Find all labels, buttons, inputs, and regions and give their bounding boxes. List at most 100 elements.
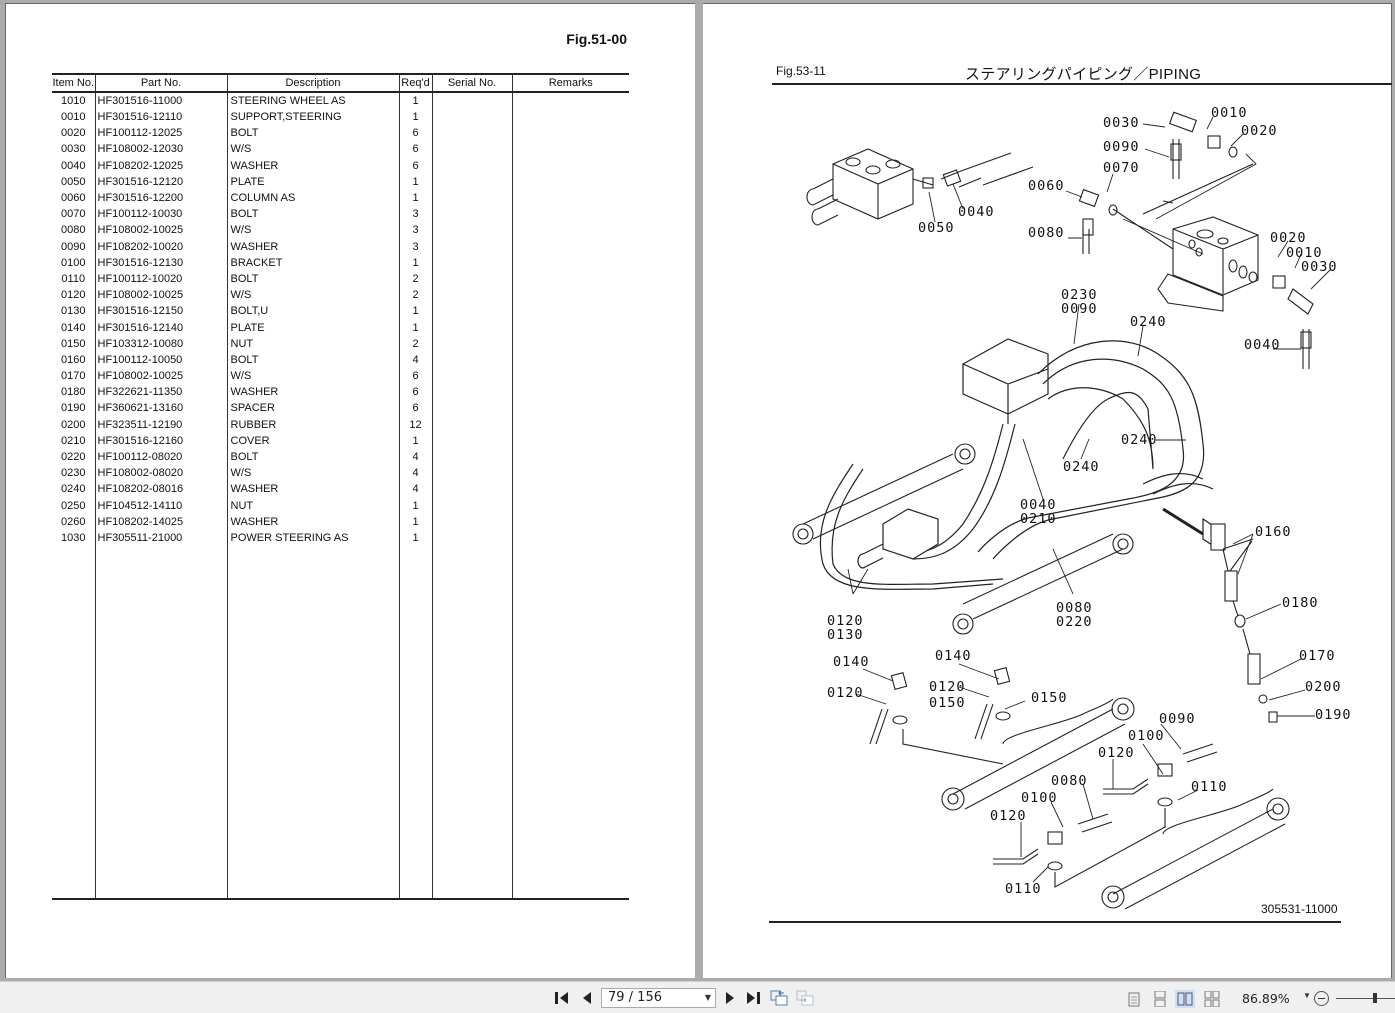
reqd-cell: 1 [398, 432, 432, 449]
item-no-cell: 0070 [61, 208, 86, 221]
next-page-button[interactable] [721, 990, 739, 1006]
callout-label: 0120 0130 [827, 613, 864, 643]
part-no-cell: HF100112-10030 [94, 206, 227, 223]
remarks-cell [511, 319, 629, 336]
table-header-row: Item No. Part No. Description Req'd Seri… [52, 73, 629, 93]
description-cell: PLATE [226, 319, 399, 336]
description-cell: RUBBER [226, 416, 399, 433]
callout-label: 0100 [1021, 790, 1058, 806]
serial-no-cell [431, 238, 512, 255]
document-viewport[interactable]: Fig.51-00 Item No. Part No. Description … [0, 0, 1395, 981]
zoom-slider[interactable] [1336, 998, 1395, 999]
previous-view-button[interactable] [770, 990, 788, 1006]
remarks-cell [511, 287, 629, 304]
serial-no-cell [431, 481, 512, 498]
callout-label: 0090 [1103, 139, 1140, 155]
reqd-cell: 1 [398, 319, 432, 336]
item-no-cell: 0140 [61, 321, 86, 334]
callout-label: 0100 [1128, 728, 1165, 744]
part-no-cell: HF323511-12190 [94, 416, 227, 433]
first-page-button[interactable] [553, 990, 571, 1006]
reqd-cell: 4 [398, 351, 432, 368]
description-cell: WASHER [226, 481, 399, 498]
callout-label: 0240 [1121, 432, 1158, 448]
item-no-cell: 0260 [61, 515, 86, 528]
steering-piping-illustration [792, 111, 1332, 910]
serial-no-cell [431, 513, 512, 530]
callout-label: 0020 [1241, 123, 1278, 139]
zoom-slider-thumb[interactable] [1373, 993, 1377, 1003]
description-cell: BOLT [226, 351, 399, 368]
reqd-cell: 1 [398, 173, 432, 190]
remarks-cell [511, 432, 629, 449]
part-no-cell: HF108202-14025 [94, 513, 227, 530]
serial-no-cell [431, 189, 512, 207]
figure-number: Fig.51-00 [566, 31, 627, 47]
steering-unit-drawing [1078, 111, 1314, 369]
column-header-item-no: Item No. [52, 73, 95, 93]
reqd-cell: 2 [398, 287, 432, 304]
part-no-cell: HF108002-12030 [94, 141, 227, 158]
two-page-view-button[interactable] [1175, 990, 1195, 1008]
single-page-view-button[interactable] [1124, 990, 1144, 1008]
zoom-level[interactable]: 86.89% [1242, 991, 1290, 1006]
reqd-cell: 2 [398, 270, 432, 288]
page-indicator: 79 / 156 [608, 990, 662, 1005]
figure-title: ステアリングパイピング／PIPING [965, 66, 1202, 83]
item-no-cell: 0090 [61, 240, 86, 253]
reqd-cell: 3 [398, 206, 432, 223]
description-cell: WASHER [226, 384, 399, 401]
previous-page-button[interactable] [578, 990, 596, 1006]
item-no-cell: 0030 [61, 143, 86, 156]
remarks-cell [511, 141, 629, 158]
reqd-cell: 4 [398, 481, 432, 498]
zoom-out-button[interactable] [1314, 991, 1329, 1006]
last-page-button[interactable] [744, 990, 762, 1006]
description-cell: SUPPORT,STEERING [226, 109, 399, 126]
continuous-view-button[interactable] [1150, 990, 1170, 1008]
serial-no-cell [431, 319, 512, 336]
next-view-button[interactable] [796, 990, 814, 1006]
part-no-cell: HF108002-10025 [94, 222, 227, 239]
part-no-cell: HF301516-12130 [94, 254, 227, 271]
serial-no-cell [431, 384, 512, 401]
serial-no-cell [431, 109, 512, 126]
page-number-select[interactable]: 79 / 156 ▼ [601, 988, 716, 1008]
page-parts-list: Fig.51-00 Item No. Part No. Description … [5, 3, 695, 978]
callout-label: 0150 [1031, 690, 1068, 706]
remarks-cell [511, 254, 629, 271]
two-page-continuous-view-button[interactable] [1202, 990, 1222, 1008]
column-header-part-no: Part No. [94, 73, 227, 93]
callout-label: 0110 [1005, 881, 1042, 897]
reqd-cell: 6 [398, 384, 432, 401]
zoom-dropdown-caret-icon[interactable]: ▼ [1303, 991, 1311, 1000]
remarks-cell [511, 92, 629, 109]
item-no-cell: 0020 [61, 127, 86, 140]
column-header-description: Description [226, 73, 399, 93]
serial-no-cell [431, 157, 512, 174]
reqd-cell: 6 [398, 368, 432, 385]
callout-leader-lines [847, 116, 1332, 883]
part-no-cell: HF108002-10025 [94, 368, 227, 385]
remarks-cell [511, 109, 629, 126]
description-cell: BOLT [226, 270, 399, 288]
item-no-cell: 0110 [61, 272, 86, 285]
reqd-cell: 1 [398, 513, 432, 530]
callout-label: 0160 [1255, 524, 1292, 540]
description-cell: COLUMN AS [226, 189, 399, 207]
description-cell: W/S [226, 222, 399, 239]
serial-no-cell [431, 335, 512, 352]
item-no-cell: 1010 [61, 95, 86, 107]
reqd-cell: 4 [398, 465, 432, 482]
callout-label: 0120 [827, 685, 864, 701]
